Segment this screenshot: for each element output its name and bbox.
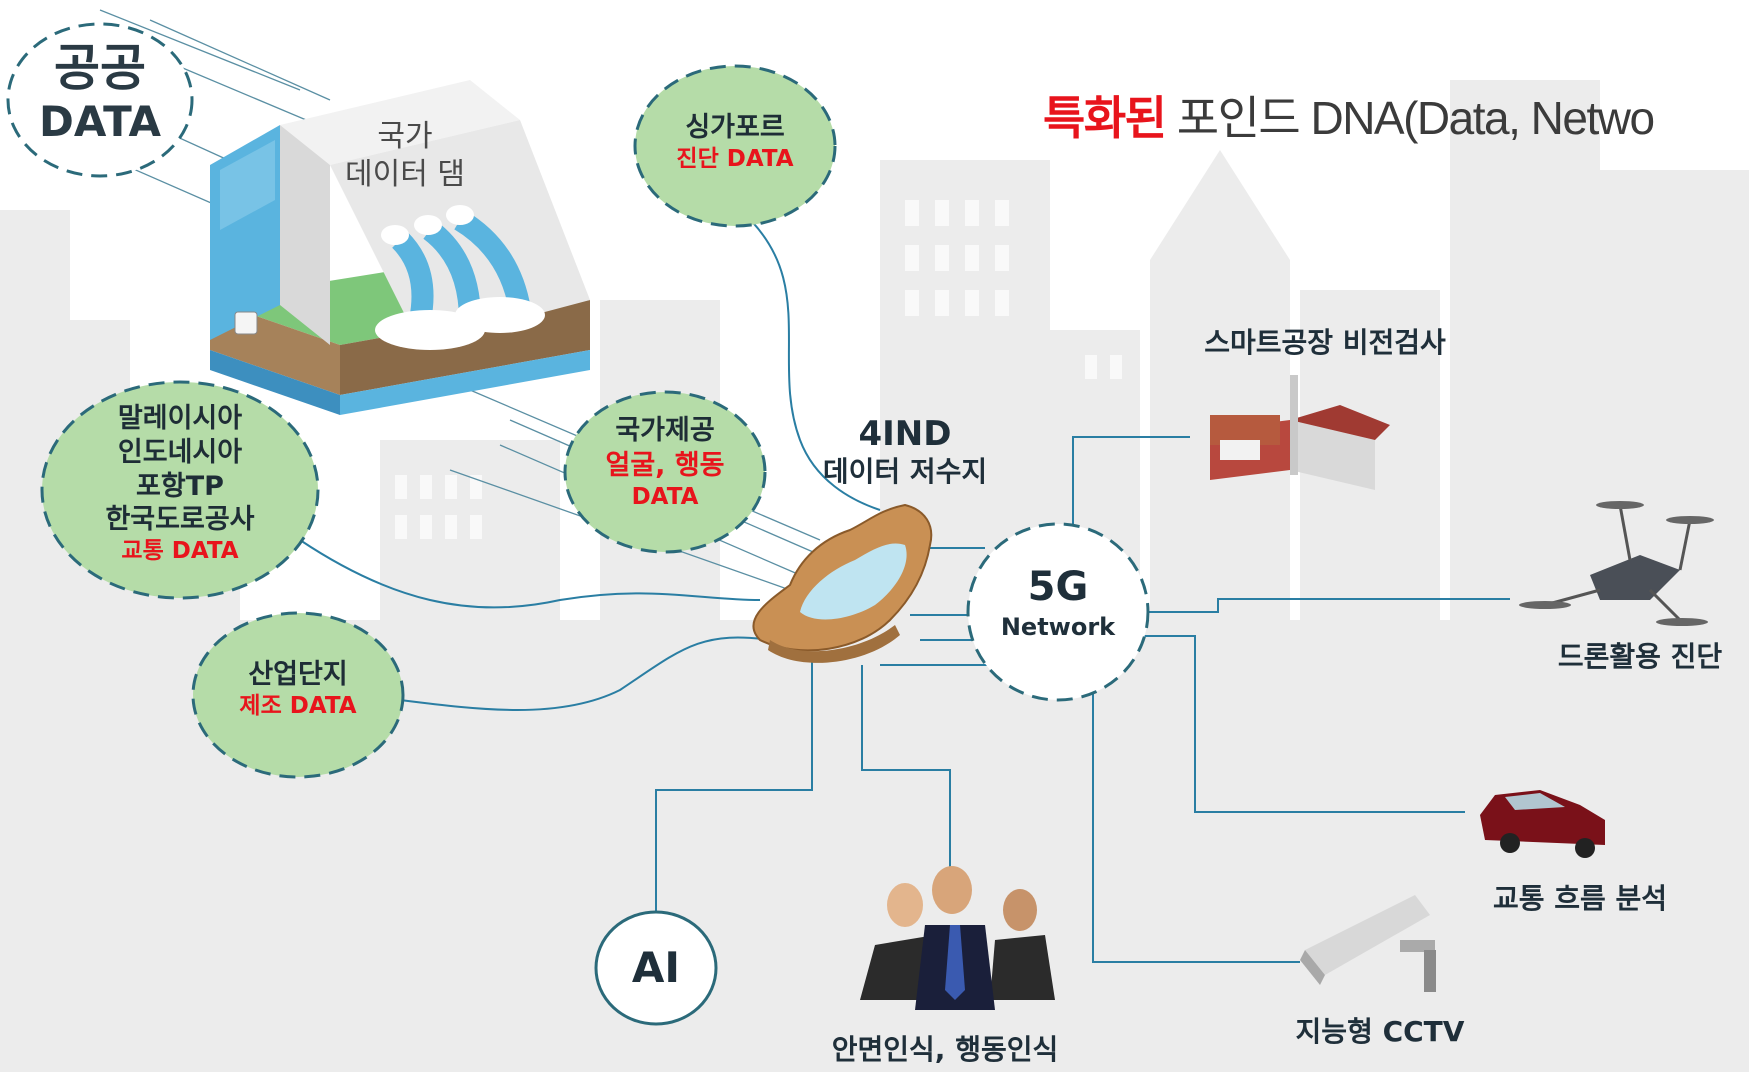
dam-label-line2: 데이터 댐	[345, 156, 465, 192]
traffic-line3: 포항TP	[136, 470, 224, 502]
cctv-label: 지능형 CCTV	[1295, 1015, 1465, 1048]
line-5g-to-drone	[1148, 598, 1510, 613]
ai-bubble	[594, 910, 718, 1026]
5g-line2: Network	[1000, 613, 1116, 641]
line-5g-to-traffic	[1130, 635, 1465, 813]
line-singapore-to-reservoir	[739, 209, 881, 511]
industrial-line2: 제조 DATA	[239, 693, 357, 720]
singapore-bubble	[633, 64, 837, 228]
line-reservoir-to-people	[861, 665, 951, 880]
traffic-line1: 말레이시아	[117, 403, 243, 434]
car-illustration	[1480, 790, 1605, 858]
national-line2: 얼굴, 행동	[605, 449, 725, 481]
drone-label: 드론활용 진단	[1557, 640, 1723, 673]
title-highlight: 특화된	[1043, 92, 1167, 144]
factory-label: 스마트공장 비전검사	[1204, 326, 1446, 359]
singapore-line2: 진단 DATA	[676, 146, 794, 173]
line-reservoir-to-ai	[655, 660, 813, 912]
title-rest: 포인드 DNA(Data, Netwo	[1176, 92, 1655, 144]
national-bubble-text: 국가제공 얼굴, 행동 DATA	[585, 414, 745, 513]
national-line1: 국가제공	[615, 415, 715, 446]
reservoir-line1: 4IND	[858, 414, 952, 454]
national-provided-bubble	[563, 390, 767, 554]
cctv-camera-illustration	[1300, 895, 1436, 992]
national-data-dam-illustration	[210, 80, 590, 415]
industrial-line1: 산업단지	[248, 659, 348, 690]
public-data-line1: 공공	[54, 39, 146, 97]
bubbles	[6, 22, 1150, 1026]
dam-label-line1: 국가	[377, 119, 433, 154]
singapore-bubble-text: 싱가포르 진단 DATA	[655, 110, 815, 175]
public-data-line2: DATA	[38, 96, 161, 146]
national-line3: DATA	[631, 484, 699, 511]
public-data-label: 공공 DATA	[30, 39, 170, 146]
dam-label: 국가 데이터 댐	[330, 118, 480, 193]
line-industrial-to-reservoir	[399, 636, 771, 711]
people-illustration	[860, 866, 1055, 1010]
line-5g-to-cctv	[1092, 676, 1300, 963]
public-data-bubble	[6, 22, 194, 178]
reservoir-label: 4IND 데이터 저수지	[795, 414, 1015, 490]
5g-line1: 5G	[1027, 564, 1089, 610]
skyline-windows	[395, 200, 1122, 539]
singapore-line1: 싱가포르	[685, 112, 785, 143]
smart-factory-illustration	[1210, 375, 1390, 490]
traffic-line2: 인도네시아	[117, 436, 243, 468]
line-traffic-to-reservoir	[299, 539, 761, 609]
connector-lines	[299, 209, 1510, 963]
traffic-bubble-text: 말레이시아 인도네시아 포항TP 한국도로공사 교통 DATA	[80, 402, 280, 566]
drone-illustration	[1519, 501, 1714, 626]
traffic-line5: 교통 DATA	[121, 538, 239, 564]
traffic-flow-label: 교통 흐름 분석	[1492, 882, 1668, 915]
data-reservoir-illustration	[752, 503, 933, 663]
5g-network-label: 5G Network	[978, 562, 1138, 642]
reservoir-line2: 데이터 저수지	[822, 455, 988, 489]
industrial-bubble-text: 산업단지 제조 DATA	[218, 657, 378, 722]
page-title: 특화된 포인드 DNA(Data, Netwo	[1043, 82, 1655, 148]
traffic-line4: 한국도로공사	[105, 504, 255, 536]
line-5g-to-factory	[1072, 436, 1190, 530]
ai-label: AI	[631, 943, 681, 992]
5g-network-bubble	[966, 522, 1150, 702]
industrial-data-bubble	[191, 611, 405, 779]
face-recognition-label: 안면인식, 행동인식	[831, 1033, 1059, 1066]
traffic-data-bubble	[40, 380, 320, 600]
